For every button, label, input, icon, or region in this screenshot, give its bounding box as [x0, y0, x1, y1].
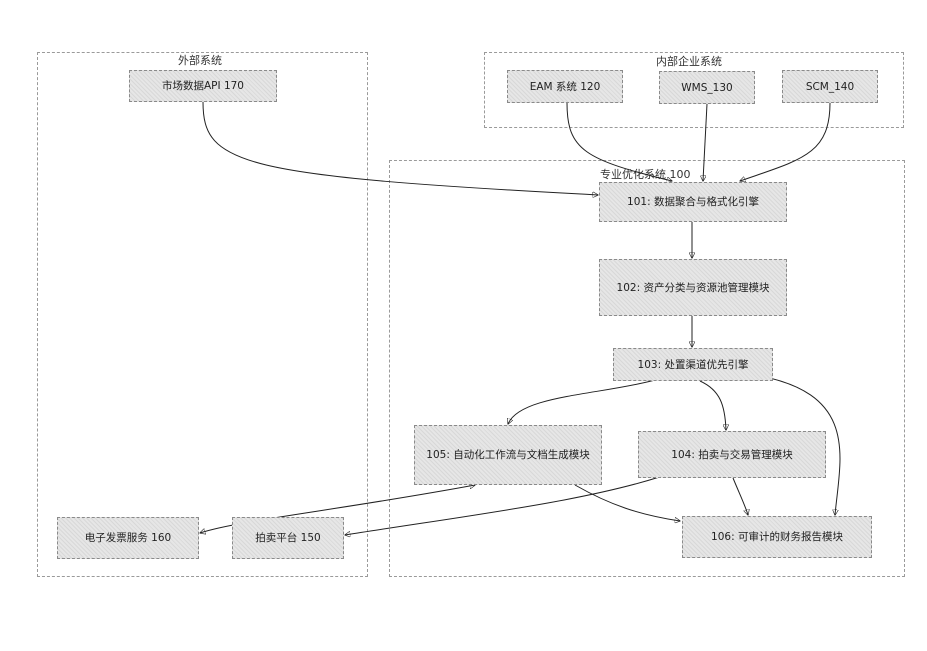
edge-104-to-106	[733, 478, 748, 515]
data-aggregation-engine-node: 101: 数据聚合与格式化引擎	[599, 182, 787, 222]
asset-classification-module-node: 102: 资产分类与资源池管理模块	[599, 259, 787, 316]
e-invoice-service-node: 电子发票服务 160	[57, 517, 199, 559]
scm-node: SCM_140	[782, 70, 878, 103]
audit-finance-report-module-node: 106: 可审计的财务报告模块	[682, 516, 872, 558]
edge-wms-to-101	[703, 104, 707, 181]
market-data-api-node: 市场数据API 170	[129, 70, 277, 102]
disposal-channel-engine-node: 103: 处置渠道优先引擎	[613, 348, 773, 381]
edge-market-to-101	[203, 102, 598, 195]
edge-105-to-106	[575, 485, 680, 521]
eam-system-node: EAM 系统 120	[507, 70, 623, 103]
workflow-document-module-node: 105: 自动化工作流与文档生成模块	[414, 425, 602, 485]
wms-node: WMS_130	[659, 71, 755, 104]
edge-eam-to-101	[567, 103, 672, 181]
edge-103-to-105	[508, 380, 655, 424]
auction-trading-module-node: 104: 拍卖与交易管理模块	[638, 431, 826, 478]
edge-103-to-104	[700, 381, 726, 430]
edge-scm-to-101	[740, 103, 830, 181]
auction-platform-node: 拍卖平台 150	[232, 517, 344, 559]
